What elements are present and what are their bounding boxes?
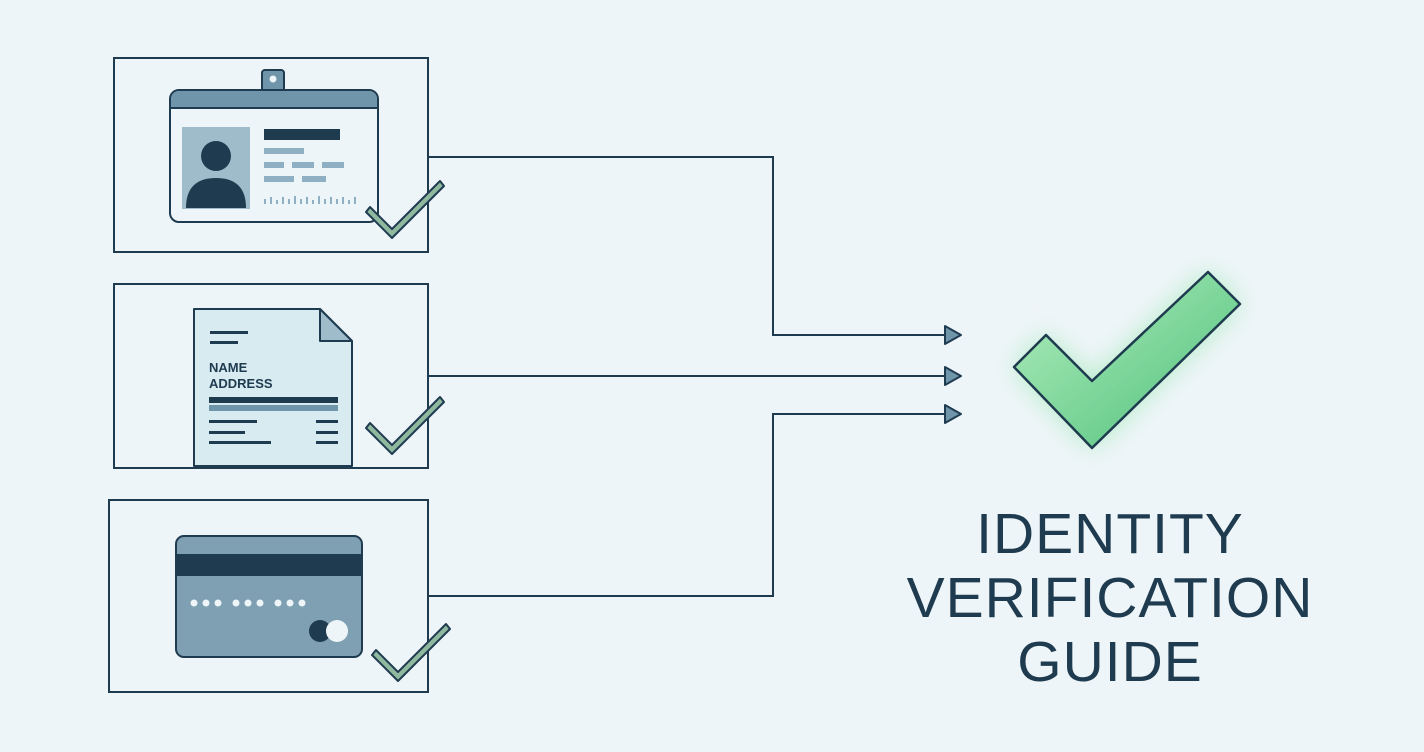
bank-card-icon	[175, 535, 363, 658]
title-line-1: IDENTITY	[976, 502, 1244, 566]
check-icon	[365, 396, 445, 455]
id-card-icon	[169, 69, 379, 223]
check-icon	[371, 623, 451, 682]
title-line-2: VERIFICATION	[906, 566, 1314, 630]
id-card-frame	[113, 57, 429, 253]
check-icon	[365, 180, 445, 239]
connector-line	[428, 413, 945, 597]
address-document-panel: NAME ADDRESS	[113, 283, 445, 469]
arrow-icon	[944, 325, 962, 345]
arrow-icon	[944, 366, 962, 386]
address-document-icon: NAME ADDRESS	[193, 308, 353, 467]
connectors	[428, 156, 945, 597]
id-card-panel	[113, 57, 445, 253]
document-name-label: NAME	[209, 360, 248, 375]
bank-card-panel	[108, 499, 451, 693]
title-line-3: GUIDE	[1017, 630, 1203, 694]
arrow-icon	[944, 404, 962, 424]
verified-check-icon	[1012, 270, 1242, 450]
arrowheads	[944, 325, 962, 424]
document-address-label: ADDRESS	[209, 376, 273, 391]
page-title: IDENTITY VERIFICATION GUIDE	[880, 502, 1340, 694]
connector-line	[428, 156, 945, 336]
